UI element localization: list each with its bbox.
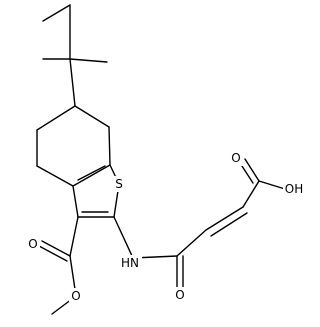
bond-acid-c-o-double-b — [239, 162, 254, 184]
bond-co-ch — [176, 229, 207, 257]
bond-ch-ch-double-b — [210, 212, 248, 237]
bond-ester-c-o-double-b — [38, 245, 68, 262]
bond-acid-c-o-double-a — [244, 158, 260, 182]
bond-ring-c4-c3a — [36, 165, 74, 187]
molecule-structure: S HN O O OH O O — [26, 4, 305, 315]
atom-labels: S HN O O OH O O — [26, 150, 305, 304]
bond-c3-ester-c — [69, 216, 79, 257]
bond-ring-c7-c7a — [108, 126, 111, 166]
amide-oxygen-label: O — [175, 288, 184, 302]
acid-carbonyl-oxygen-label: O — [231, 151, 240, 165]
bond-ring-c6-c5 — [36, 105, 76, 131]
bond-ch-ch-double-a — [205, 206, 244, 231]
acid-hydroxyl-label: OH — [285, 182, 303, 196]
bond-ester-c-o-double-a — [41, 240, 71, 257]
ester-carbonyl-oxygen-label: O — [28, 237, 37, 251]
bond-c2-nh — [113, 216, 134, 259]
bond-c3a-c7a-double — [77, 165, 106, 181]
bond-ring-c6-c7 — [74, 105, 110, 128]
bond-acid-c-oh — [258, 180, 286, 190]
bond-cq-methyl-right — [69, 58, 108, 63]
bond-ch-cooh — [242, 180, 260, 208]
ester-ether-oxygen-label: O — [71, 289, 80, 303]
bond-c3a-c7a — [72, 164, 111, 187]
bonds — [36, 4, 286, 315]
bond-c3-c3a — [72, 185, 79, 218]
amide-nh-label: HN — [121, 256, 139, 270]
bond-cq-ring — [69, 58, 76, 107]
sulfur-label: S — [115, 177, 123, 191]
bond-ethyl-ch3-ch2 — [42, 4, 71, 22]
